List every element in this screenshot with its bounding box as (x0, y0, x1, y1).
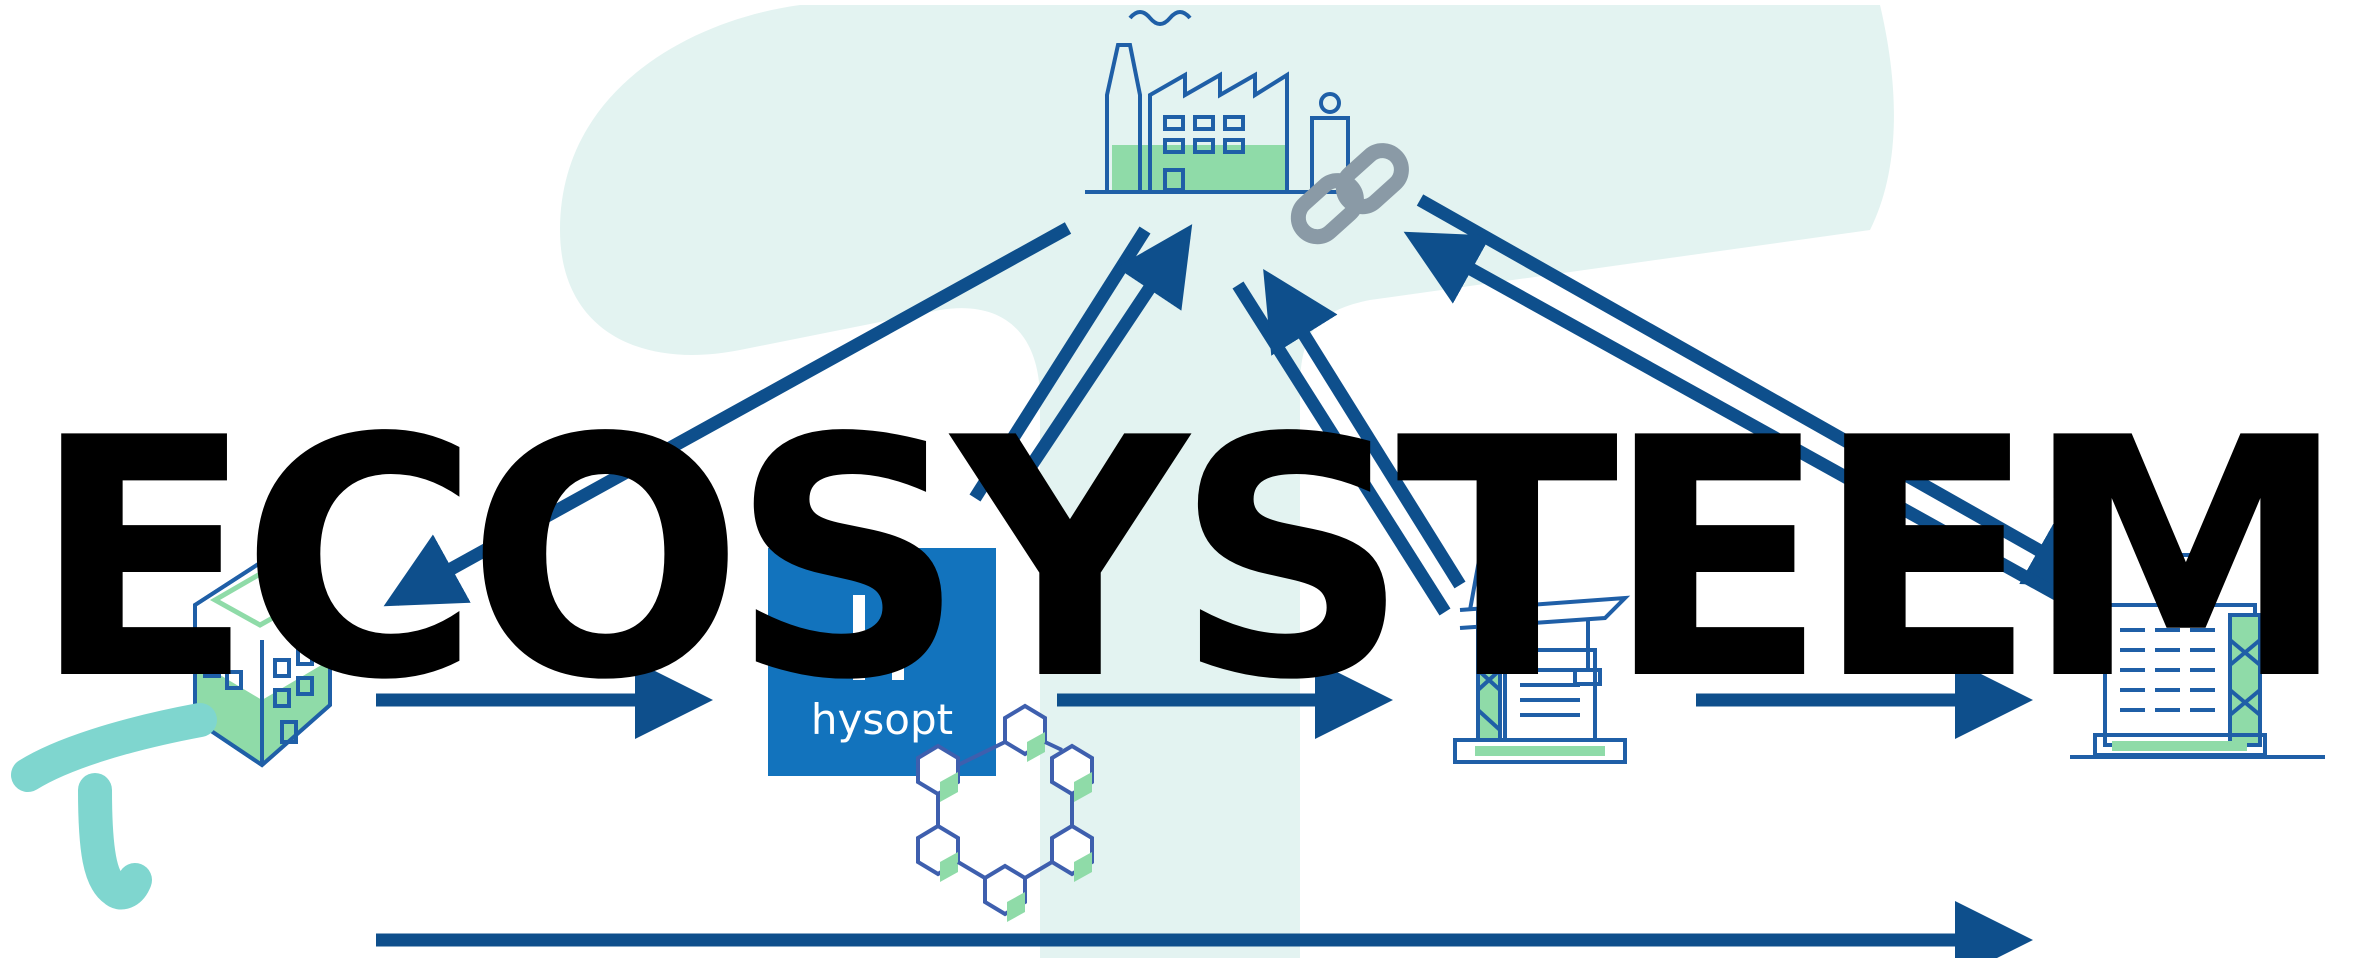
arrow-construction-to-factory-b (1263, 268, 1466, 589)
building-icon (193, 560, 332, 768)
page-title: ECOSYSTEEM (31, 368, 2348, 752)
hysopt-label: hysopt (810, 695, 954, 744)
skyscraper-icon (2070, 553, 2325, 759)
hysopt-logo (768, 548, 996, 776)
chain-link-icon (1290, 143, 1409, 245)
arrows (376, 194, 2107, 958)
t-logo (11, 703, 217, 910)
watermark-logo (560, 5, 1894, 958)
arrow-factory-to-skyscraper (1416, 194, 2107, 589)
arrow-skyscraper-to-factory (1403, 231, 2089, 616)
arrow-factory-to-building (383, 222, 1072, 607)
blockchain-network-icon (916, 703, 1094, 922)
arrow-hysopt-to-factory-b (999, 224, 1193, 509)
construction-site-icon (1453, 554, 1631, 764)
factory-icon (1085, 10, 1360, 194)
hysopt-mark (853, 595, 904, 680)
